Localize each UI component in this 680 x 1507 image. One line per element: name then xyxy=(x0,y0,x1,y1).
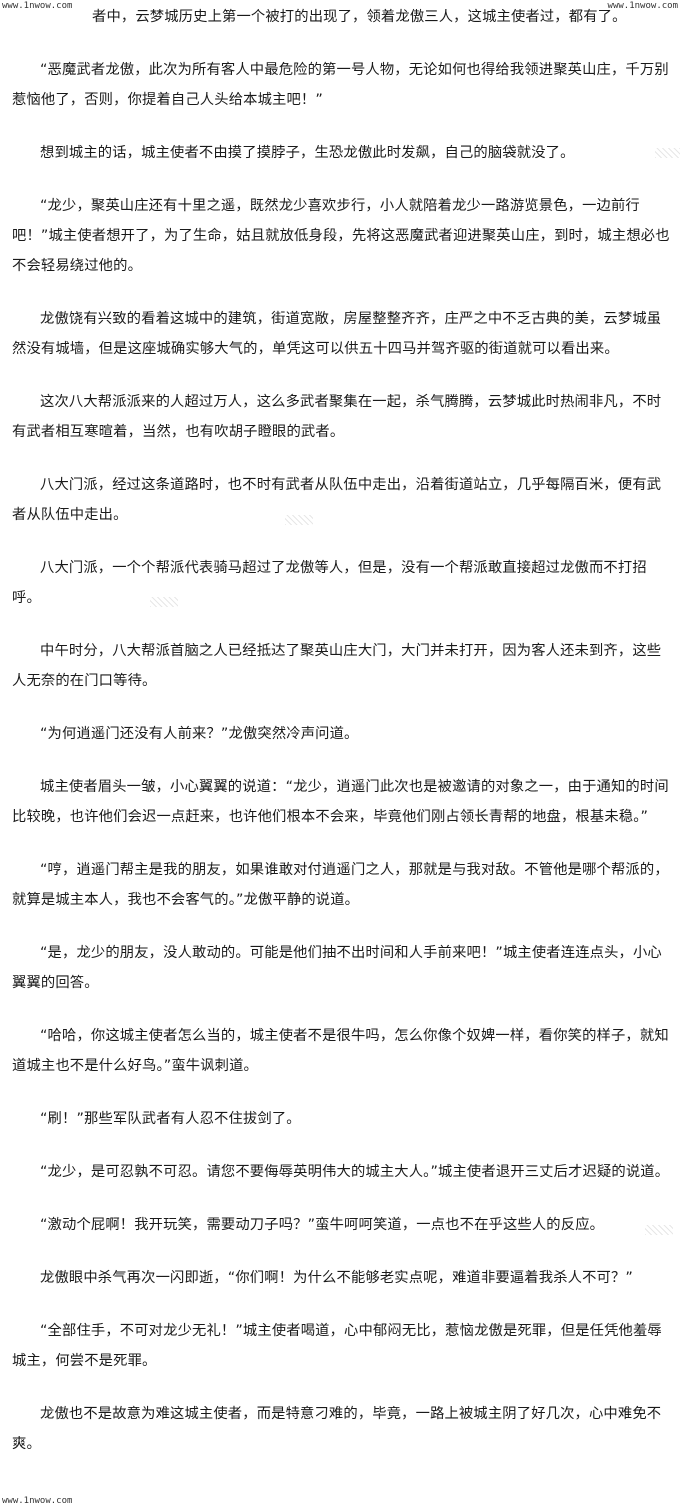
paragraph: “龙少，是可忍孰不可忍。请您不要侮辱英明伟大的城主大人。”城主使者退开三丈后才迟… xyxy=(40,1164,670,1180)
paragraph: 这次八大帮派派来的人超过万人，这么多武者聚集在一起，杀气腾腾，云梦城此时热闹非凡… xyxy=(12,394,662,440)
paragraph: “刷！”那些军队武者有人忍不住拔剑了。 xyxy=(40,1111,301,1127)
paragraph: “恶魔武者龙傲，此次为所有客人中最危险的第一号人物，无论如何也得给我领进聚英山庄… xyxy=(12,62,669,108)
scan-noise xyxy=(645,1225,673,1235)
paragraph: “为何逍遥门还没有人前来？”龙傲突然冷声问道。 xyxy=(40,726,359,742)
paragraph: “哈哈，你这城主使者怎么当的，城主使者不是很牛吗，怎么你像个奴婢一样，看你笑的样… xyxy=(12,1028,669,1074)
paragraph: 龙傲饶有兴致的看着这城中的建筑，街道宽敞，房屋整整齐齐，庄严之中不乏古典的美，云… xyxy=(12,311,662,357)
paragraph: 中午时分，八大帮派首脑之人已经抵达了聚英山庄大门，大门并未打开，因为客人还未到齐… xyxy=(12,643,662,689)
scan-noise xyxy=(285,515,313,525)
paragraph: 龙傲眼中杀气再次一闪即逝，“你们啊！为什么不能够老实点呢，难道非要逼着我杀人不可… xyxy=(40,1270,633,1286)
paragraph: “哼，逍遥门帮主是我的朋友，如果谁敢对付逍遥门之人，那就是与我对敌。不管他是哪个… xyxy=(12,862,669,908)
watermark-top-left: www.1nwow.com xyxy=(2,1,73,11)
watermark-bottom-left: www.1nwow.com xyxy=(2,1496,73,1506)
scan-noise xyxy=(150,597,178,607)
paragraph: 者中，云梦城历史上第一个被打的出现了，领着龙傲三人，这城主使者过，都有了。 xyxy=(92,9,627,25)
paragraph: “龙少，聚英山庄还有十里之遥，既然龙少喜欢步行，小人就陪着龙少一路游览景色，一边… xyxy=(12,198,670,274)
article-body: 者中，云梦城历史上第一个被打的出现了，领着龙傲三人，这城主使者过，都有了。 “恶… xyxy=(12,2,670,1482)
paragraph: 八大门派，一个个帮派代表骑马超过了龙傲等人，但是，没有一个帮派敢直接超过龙傲而不… xyxy=(12,560,647,606)
watermark-top-right: www.1nwow.com xyxy=(607,1,678,11)
paragraph: 八大门派，经过这条道路时，也不时有武者从队伍中走出，沿着街道站立，几乎每隔百米，… xyxy=(12,477,662,523)
paragraph: 城主使者眉头一皱，小心翼翼的说道：“龙少，逍遥门此次也是被邀请的对象之一，由于通… xyxy=(12,779,669,825)
scan-noise xyxy=(655,148,680,158)
paragraph: “激动个屁啊！我开玩笑，需要动刀子吗？”蛮牛呵呵笑道，一点也不在乎这些人的反应。 xyxy=(40,1217,605,1233)
paragraph: 龙傲也不是故意为难这城主使者，而是特意刁难的，毕竟，一路上被城主阴了好几次，心中… xyxy=(12,1406,662,1452)
paragraph: “是，龙少的朋友，没人敢动的。可能是他们抽不出时间和人手前来吧！”城主使者连连点… xyxy=(12,945,662,991)
paragraph: “全部住手，不可对龙少无礼！”城主使者喝道，心中郁闷无比，惹恼龙傲是死罪，但是任… xyxy=(12,1323,662,1369)
paragraph: 想到城主的话，城主使者不由摸了摸脖子，生恐龙傲此时发飙，自己的脑袋就没了。 xyxy=(40,145,575,161)
